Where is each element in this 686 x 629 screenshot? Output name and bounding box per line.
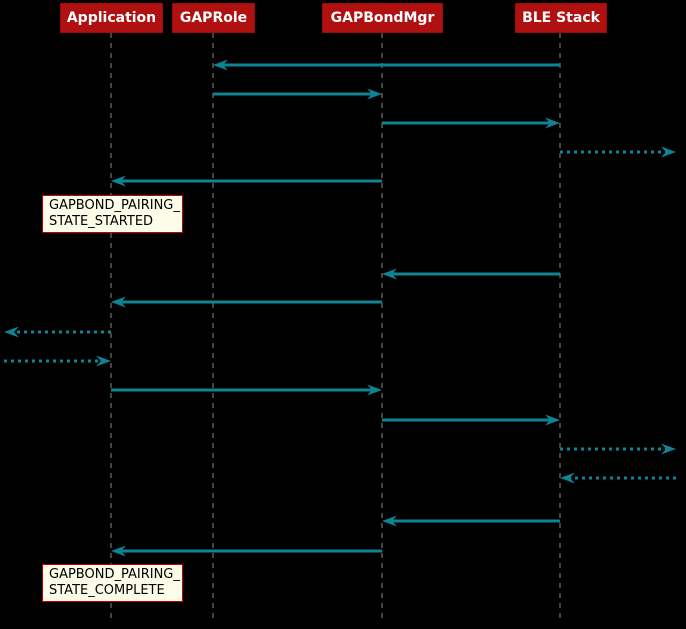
actor-box-gaprole: GAPRole <box>172 3 255 33</box>
actor-box-application: Application <box>60 3 163 33</box>
message-arrowhead <box>382 268 397 280</box>
message-arrowhead <box>382 515 397 527</box>
note-pairing-state-started: GAPBOND_PAIRING_ STATE_STARTED <box>42 195 183 233</box>
message-arrowhead <box>4 326 19 338</box>
actor-label-gapbondmgr: GAPBondMgr <box>330 10 435 26</box>
note-line: GAPBOND_PAIRING_ <box>49 198 180 213</box>
actor-box-ble-stack: BLE Stack <box>515 3 607 33</box>
message-arrowhead <box>545 117 560 129</box>
actor-label-gaprole: GAPRole <box>179 10 248 26</box>
actor-label-application: Application <box>66 10 157 26</box>
message-arrowhead <box>111 175 126 187</box>
message-arrowhead <box>96 355 111 367</box>
note-line: STATE_COMPLETE <box>49 583 165 598</box>
note-line: STATE_STARTED <box>49 214 154 229</box>
message-arrowhead <box>213 59 228 71</box>
message-arrowhead <box>111 296 126 308</box>
message-arrowhead <box>367 384 382 396</box>
message-arrowhead <box>661 146 676 158</box>
actor-label-ble-stack: BLE Stack <box>522 10 600 26</box>
message-arrowhead <box>560 472 575 484</box>
message-arrowhead <box>661 443 676 455</box>
message-arrowhead <box>367 88 382 100</box>
actor-box-gapbondmgr: GAPBondMgr <box>322 3 443 33</box>
note-pairing-state-complete: GAPBOND_PAIRING_ STATE_COMPLETE <box>42 564 183 602</box>
message-arrowhead <box>111 545 126 557</box>
note-line: GAPBOND_PAIRING_ <box>49 567 180 582</box>
message-arrowhead <box>545 414 560 426</box>
